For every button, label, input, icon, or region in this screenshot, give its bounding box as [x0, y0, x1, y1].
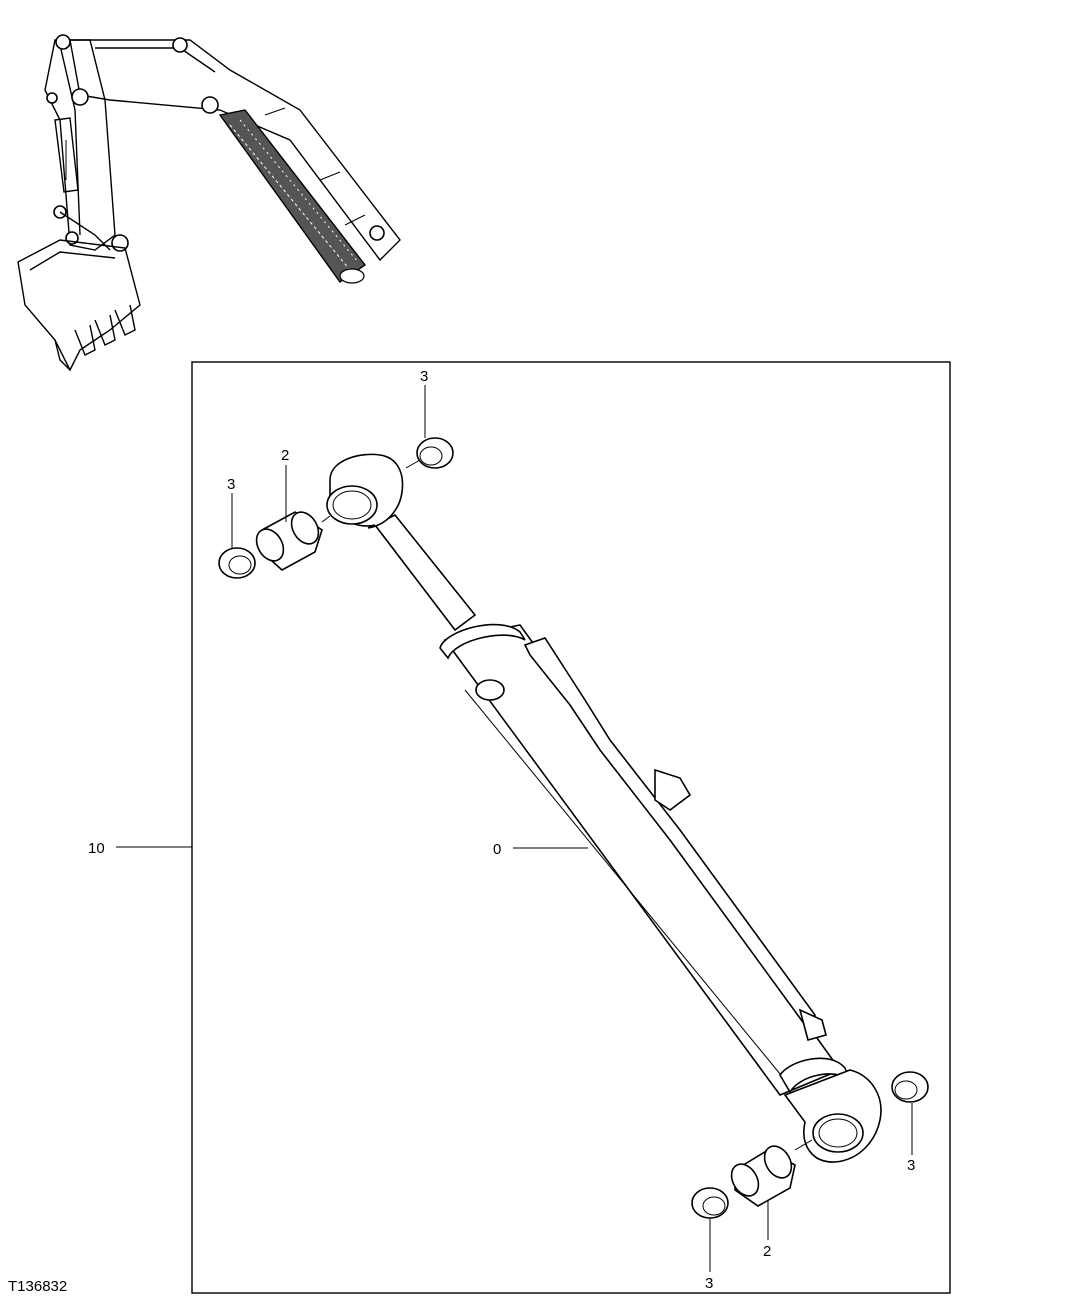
hydraulic-cylinder — [326, 453, 882, 1163]
figure-id: T136832 — [8, 1278, 67, 1295]
seal-bottom-right — [891, 1071, 929, 1103]
callout-seal-top-left: 3 — [227, 476, 235, 493]
callout-seal-bottom-left: 3 — [705, 1275, 713, 1292]
assembly-boundary-box — [191, 361, 951, 1294]
callout-seal-top-right: 3 — [420, 368, 428, 385]
leader-lines — [116, 385, 913, 1272]
bushing-top — [255, 511, 323, 571]
callout-bushing-bottom: 2 — [763, 1243, 771, 1260]
callout-assembly: 10 — [88, 840, 105, 857]
seal-bottom-left — [691, 1187, 729, 1219]
callout-seal-bottom-right: 3 — [907, 1157, 915, 1174]
callout-cylinder: 0 — [493, 841, 501, 858]
bushing-bottom — [730, 1145, 796, 1207]
callout-bushing-top: 2 — [281, 447, 289, 464]
seal-top-left — [218, 547, 256, 579]
seal-top-right — [416, 437, 454, 469]
excavator-overview-illustration — [17, 34, 401, 372]
